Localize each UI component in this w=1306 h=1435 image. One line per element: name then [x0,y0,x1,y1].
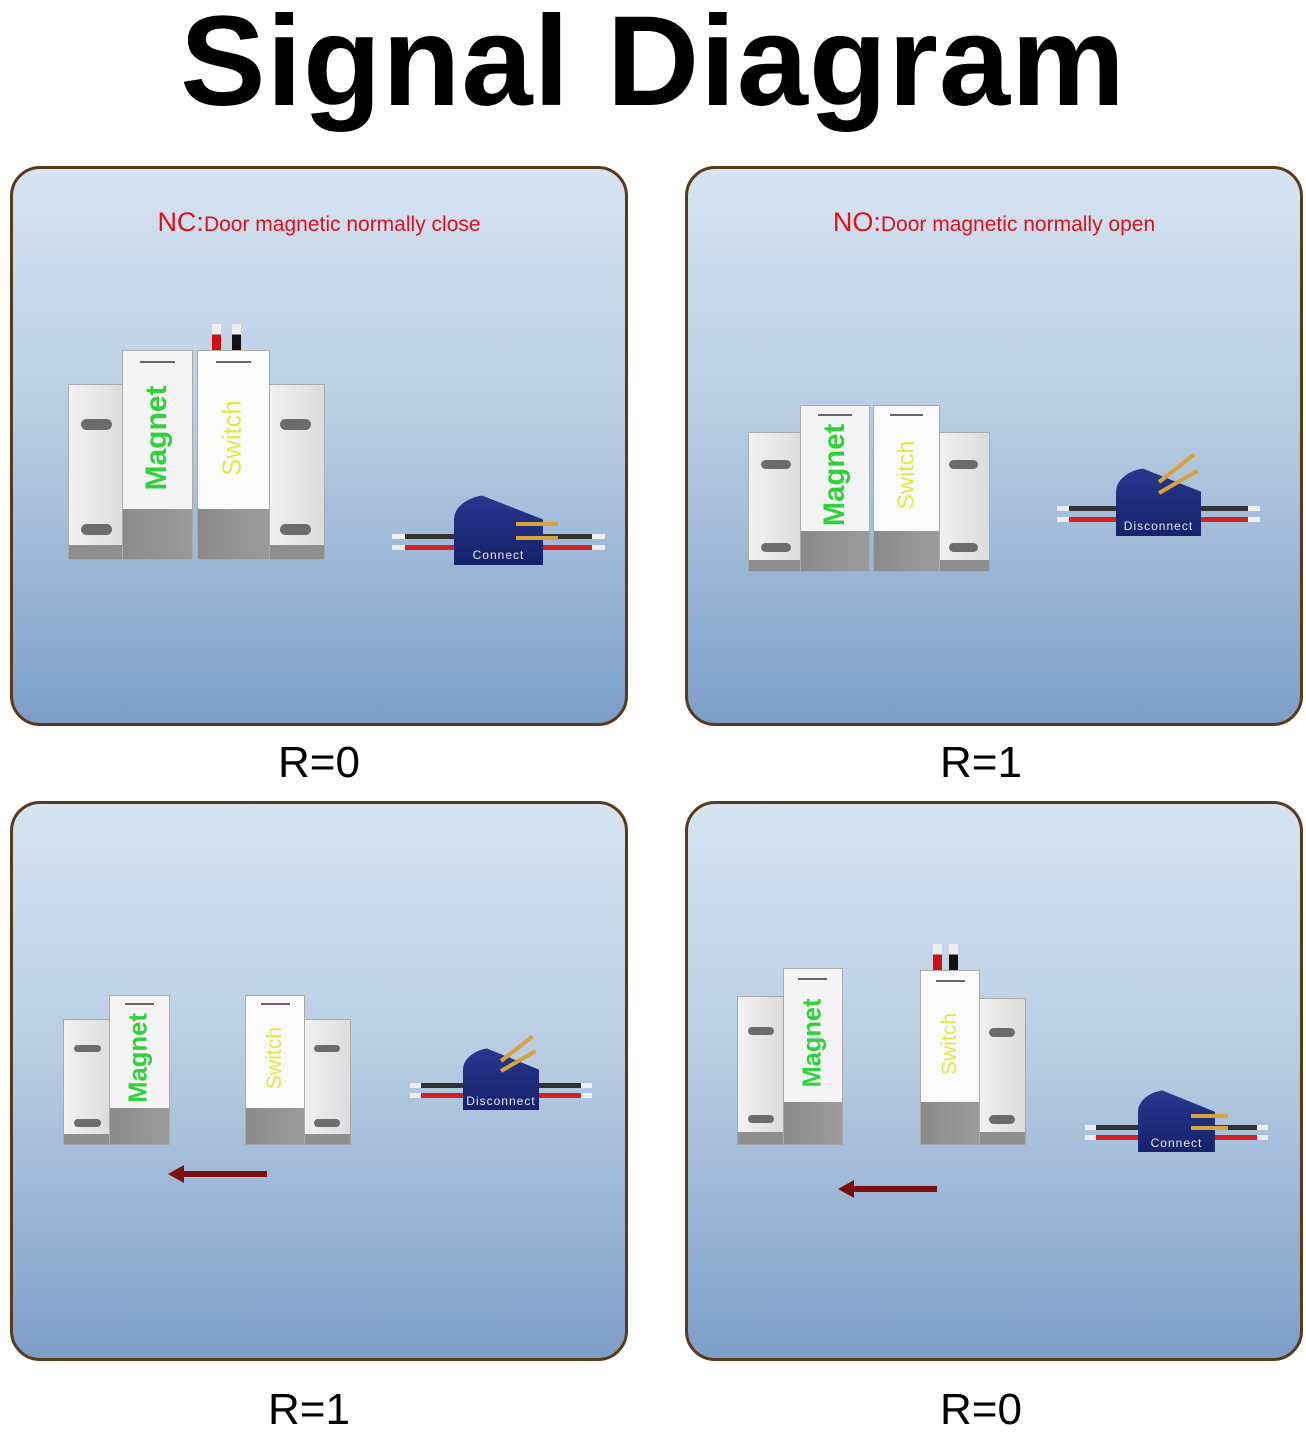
block-bottom [110,1108,169,1144]
mount-hole [279,419,312,430]
contact-lever [515,535,559,540]
mount-hole [948,460,978,469]
switch-unit: Switch [873,405,990,572]
block-bottom [246,1108,305,1144]
mount-hole [760,460,792,469]
magnet-block: Magnet [109,995,170,1145]
contact-lever [515,521,559,526]
switch-unit: Switch [245,995,351,1145]
block-bottom [122,509,192,559]
mount-hole [748,1026,775,1036]
block-line [140,361,175,364]
magnet-label: Magnet [124,1013,153,1104]
block-line [798,977,828,980]
move-left-arrow [838,1180,937,1198]
red-wire [932,944,942,970]
switch-flange [936,431,990,572]
mount-hole [948,543,978,552]
switch-flange [302,1019,351,1145]
heading-prefix: NO: [832,207,881,237]
mount-hole [988,1028,1015,1037]
switch-unit: Switch [920,944,1026,1145]
magnet-flange [63,1019,113,1145]
heading-text: Door magnetic normally open [880,213,1156,236]
magnet-unit: Magnet [63,995,170,1145]
heading-prefix: NC: [157,207,204,237]
resistance-result: R=0 [940,1385,1022,1434]
magnet-unit: Magnet [737,968,843,1145]
block-line [215,361,252,364]
black-wire [948,944,958,970]
mount-hole [81,419,113,430]
page-title: Signal Diagram [180,0,1126,133]
mount-hole [313,1119,340,1127]
magnet-unit: Magnet [68,350,193,560]
block-line [935,979,965,982]
block-bottom [198,509,269,559]
mount-hole [279,524,312,535]
relay-label: Connect [472,548,525,563]
magnet-flange [748,431,805,572]
mount-hole [81,524,113,535]
contact-lever [1191,1113,1228,1118]
reed-relay: Connect [1085,1090,1268,1152]
switch-block: Switch [197,350,270,560]
switch-block: Switch [245,995,306,1145]
relay-label: Disconnect [466,1093,536,1108]
reed-relay: Disconnect [1057,453,1260,536]
mount-hole [313,1044,340,1053]
resistance-result: R=0 [278,738,360,787]
switch-flange [977,998,1026,1145]
mount-hole [760,543,792,552]
magnet-flange [737,996,786,1145]
block-line [124,1003,155,1006]
reed-relay: Connect [392,495,605,565]
move-left-arrow [168,1165,267,1183]
mount-hole [74,1044,101,1053]
mount-hole [748,1114,775,1124]
reed-relay: Disconnect [410,1034,592,1110]
block-bottom [801,531,869,571]
magnet-label: Magnet [798,997,827,1088]
panel-heading: NC:Door magnetic normally close [13,207,625,238]
black-wire [231,324,241,350]
magnet-block: Magnet [800,405,870,572]
red-wire [212,324,222,350]
resistance-result: R=1 [940,738,1022,787]
switch-label: Switch [938,1012,962,1075]
switch-flange [266,383,325,560]
magnet-block: Magnet [782,968,843,1145]
contact-lever [1191,1125,1228,1130]
magnet-unit: Magnet [748,405,870,572]
resistance-result: R=1 [268,1385,350,1434]
switch-label: Switch [263,1026,287,1090]
relay-label: Connect [1150,1135,1203,1150]
block-bottom [874,531,939,571]
panel-heading: NO:Door magnetic normally open [688,207,1300,238]
switch-label: Switch [218,400,247,477]
switch-block: Switch [873,405,940,572]
heading-text: Door magnetic normally close [203,213,481,236]
block-line [260,1003,290,1006]
relay-label: Disconnect [1123,519,1194,534]
switch-block: Switch [920,970,981,1145]
block-line [890,414,923,417]
block-bottom [783,1102,842,1144]
magnet-label: Magnet [140,385,174,491]
switch-label: Switch [892,440,919,510]
magnet-flange [68,383,126,560]
switch-unit: Switch [197,324,325,560]
magnet-label: Magnet [818,424,852,527]
block-bottom [921,1102,980,1144]
mount-hole [988,1115,1015,1124]
block-line [818,414,853,417]
mount-hole [74,1119,101,1127]
magnet-block: Magnet [121,350,193,560]
